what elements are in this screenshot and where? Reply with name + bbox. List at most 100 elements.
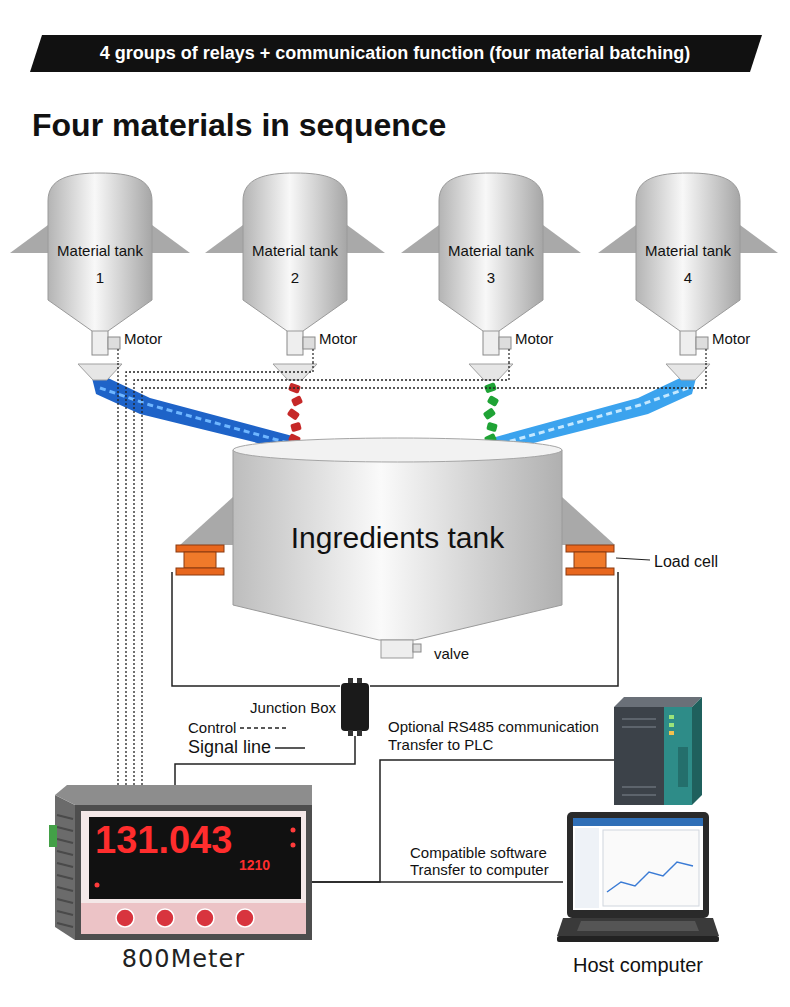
meter-outline-part <box>55 785 312 805</box>
display-small: 1210 <box>239 857 283 874</box>
tank-outline-part <box>543 225 581 253</box>
tank-name: Material tank <box>636 242 740 260</box>
spout <box>92 329 108 355</box>
legend-line <box>240 727 288 729</box>
plc-outline-part <box>622 726 656 728</box>
laptop-outline <box>563 812 713 945</box>
itank-outline-part <box>566 545 614 552</box>
spout <box>483 329 499 355</box>
display-reading: 131.043 <box>95 821 237 859</box>
plc-outline-part <box>692 697 702 805</box>
meter-outline-part <box>81 811 306 934</box>
title-banner <box>30 35 762 72</box>
plc-outline-part <box>614 697 702 707</box>
tank-outline-part <box>347 225 385 253</box>
title-bar: 4 groups of relays + communication funct… <box>30 35 760 72</box>
jbox-outline-part <box>357 730 362 736</box>
funnel <box>78 364 122 380</box>
meter-outline-part <box>55 795 75 940</box>
jbox-outline-part <box>348 730 353 736</box>
itank-outline-part <box>180 497 233 545</box>
tank-outline-part <box>439 173 543 331</box>
laptop-outline-part <box>575 828 599 908</box>
spouts-and-motors <box>92 329 708 355</box>
red-piece <box>287 408 301 421</box>
meter-outline-part <box>57 863 73 867</box>
tank-outline-part <box>740 225 778 253</box>
plc-outline-part <box>614 707 664 805</box>
tank-name: Material tank <box>439 242 543 260</box>
laptop-outline-part <box>607 862 693 892</box>
green-piece <box>483 407 497 420</box>
itank-outline-part <box>184 552 216 568</box>
motor-symbol <box>499 337 511 349</box>
plc-outline-part <box>669 715 674 719</box>
meter-outline-part <box>236 909 254 927</box>
flow-highlight <box>500 388 688 444</box>
laptop-outline-part <box>567 812 709 918</box>
laptop-outline-part <box>557 918 719 936</box>
signal-line <box>312 881 563 883</box>
load-cell-label: Load cell <box>654 552 718 571</box>
tank-name: Material tank <box>48 242 152 260</box>
tank-outline-part <box>243 173 347 331</box>
meter-outline-part <box>57 875 73 879</box>
tank-outline-part <box>598 225 636 253</box>
motor-symbol <box>303 337 315 349</box>
plc-caption: Optional RS485 communication Transfer to… <box>388 718 610 754</box>
meter-outline-part <box>57 887 73 891</box>
motor-label: Motor <box>712 330 750 348</box>
tank-outline-part <box>636 173 740 331</box>
motor-symbol <box>108 337 120 349</box>
tank-name: Material tank <box>243 242 347 260</box>
junction-box: Junction Box <box>340 678 370 736</box>
heading-text: Four materials in sequence <box>32 106 446 144</box>
tank-outline-part <box>152 225 190 253</box>
itank-outline-part <box>176 545 224 552</box>
legend-line <box>275 747 305 749</box>
green-material-pieces <box>483 382 500 445</box>
itank-outline-part <box>176 568 224 575</box>
tank-number: 1 <box>48 269 152 287</box>
valve-label: valve <box>434 645 469 663</box>
funnel <box>666 364 710 380</box>
meter-outline-part <box>57 911 73 915</box>
laptop-outline-part <box>577 921 699 931</box>
device-name: 800Meter <box>0 945 392 974</box>
meter-outline-part <box>57 839 73 843</box>
itank-outline-part <box>381 640 413 658</box>
spout <box>287 329 303 355</box>
ingredients-tank: Ingredients tank <box>172 432 618 662</box>
meter-outline-part <box>89 817 301 899</box>
control-stub <box>117 349 118 362</box>
red-material-pieces <box>287 383 304 446</box>
junction-label: Junction Box <box>250 699 336 717</box>
legend-text: Signal line <box>188 737 271 758</box>
laptop-outline-part <box>557 936 719 942</box>
light-blue-material-flow <box>492 378 696 452</box>
computer-label: Host computer <box>483 953 790 977</box>
tank-number: 4 <box>636 269 740 287</box>
itank-outline-part <box>233 450 562 640</box>
control-line <box>117 362 118 785</box>
motor-label: Motor <box>515 330 553 348</box>
legend-text: Control <box>188 719 236 736</box>
itank-outline-part <box>413 644 421 652</box>
laptop-outline-part <box>573 818 703 910</box>
plc-outline-part <box>669 731 674 735</box>
tank-number: 2 <box>243 269 347 287</box>
tank-title: Ingredients tank <box>233 520 562 556</box>
spout <box>680 329 696 355</box>
meter-outline-part <box>57 827 73 831</box>
meter-outline-part <box>57 815 73 819</box>
motor-label: Motor <box>124 330 162 348</box>
control-stub <box>312 349 313 362</box>
legend: ControlSignal line <box>188 718 305 758</box>
motor-wire-stubs <box>118 349 706 362</box>
plc-outline-part <box>664 707 692 805</box>
signal-line <box>175 736 355 785</box>
meter-outline-part <box>156 909 174 927</box>
meter-outline-part <box>57 923 73 927</box>
meter-outline-part <box>95 883 100 888</box>
meter-outline-part <box>291 843 296 848</box>
